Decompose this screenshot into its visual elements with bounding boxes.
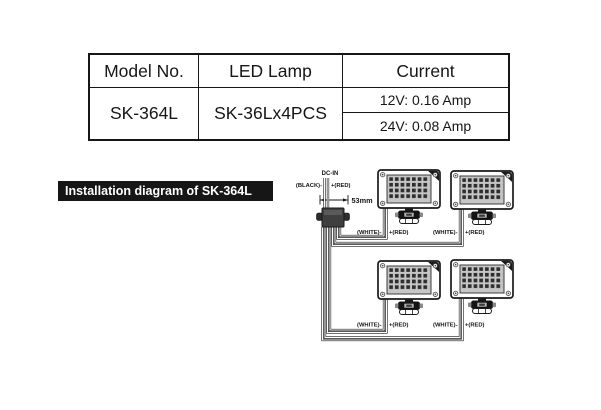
wire-label-white-bottom-right: (WHITE)-	[433, 323, 458, 329]
wire-bottom-right-white	[323, 227, 462, 339]
wire-label-red-bottom-left: +(RED)	[389, 323, 409, 329]
installation-diagram: DC-IN (BLACK)- +(RED) 53mm (WHITE)- +(RE…	[296, 169, 514, 342]
wire-top-left-red	[336, 208, 388, 240]
wiring-harness	[321, 178, 464, 342]
table-cell-model: SK-364L	[90, 88, 199, 139]
table-header-current: Current	[343, 55, 508, 88]
caption-bar: Installation diagram of SK-364L	[58, 181, 273, 201]
wire-label-red-bottom-right: +(RED)	[465, 323, 485, 329]
red-wire-label: +(RED)	[331, 183, 351, 189]
wire-label-white-top-right: (WHITE)-	[433, 230, 458, 236]
wire-bottom-left-red	[326, 227, 388, 334]
wire-bottom-right-red	[321, 227, 464, 342]
spec-table: Model No. LED Lamp Current SK-364L SK-36…	[88, 53, 510, 141]
table-cell-led-lamp: SK-36Lx4PCS	[199, 88, 343, 139]
wire-label-red-top-left: +(RED)	[389, 230, 409, 236]
wire-top-left-white	[338, 208, 386, 238]
dc-connector	[316, 207, 350, 228]
wire-label-white-bottom-left: (WHITE)-	[357, 323, 382, 329]
caption-text: Installation diagram of SK-364L	[65, 184, 252, 198]
wire-label-red-top-right: +(RED)	[465, 230, 485, 236]
wire-bottom-left-white	[328, 227, 386, 332]
wire-label-white-top-left: (WHITE)-	[357, 230, 382, 236]
table-header-model-no: Model No.	[90, 55, 199, 88]
dc-in-label: DC-IN	[322, 171, 339, 177]
dimension-label: 53mm	[352, 196, 374, 205]
wire-top-right-red	[331, 209, 464, 247]
wire-top-right-white	[333, 209, 462, 245]
black-wire-label: (BLACK)-	[296, 183, 322, 189]
table-cell-current-12v: 12V: 0.16 Amp	[343, 88, 508, 113]
table-header-led-lamp: LED Lamp	[199, 55, 343, 88]
table-cell-current-24v: 24V: 0.08 Amp	[379, 118, 472, 134]
